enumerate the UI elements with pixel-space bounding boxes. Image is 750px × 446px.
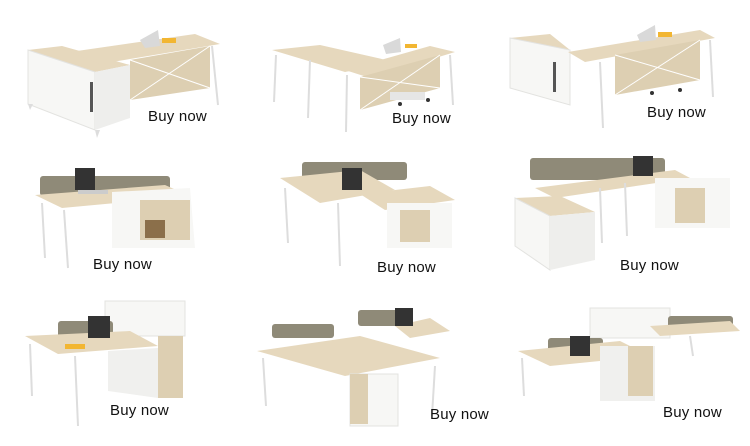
desk-image-workstation-storage <box>25 300 186 427</box>
desk-image-three-person-workstation <box>257 308 450 427</box>
buy-now-link[interactable]: Buy now <box>647 104 706 121</box>
product-card-3[interactable]: Buy now <box>500 0 750 148</box>
buy-now-link[interactable]: Buy now <box>93 256 152 273</box>
product-card-7[interactable]: Buy now <box>0 296 250 444</box>
product-card-2[interactable]: Buy now <box>250 0 500 148</box>
product-card-5[interactable]: Buy now <box>250 148 500 296</box>
product-card-1[interactable]: Buy now <box>0 0 250 148</box>
buy-now-link[interactable]: Buy now <box>148 108 207 125</box>
desk-image-l-shaped-cabinet <box>27 30 220 138</box>
product-card-8[interactable]: Buy now <box>250 296 500 444</box>
desk-image-l-shaped-legs <box>272 38 455 133</box>
desk-image-executive-cabinet <box>509 25 715 129</box>
buy-now-link[interactable]: Buy now <box>392 110 451 127</box>
buy-now-link[interactable]: Buy now <box>430 406 489 423</box>
desk-image-face-to-face-workstation <box>518 307 740 401</box>
desk-image-cluster-workstation <box>514 156 730 271</box>
desk-image-two-person-workstation <box>280 162 455 267</box>
buy-now-link[interactable]: Buy now <box>377 259 436 276</box>
desk-image-single-workstation <box>35 168 195 269</box>
product-card-4[interactable]: Buy now <box>0 148 250 296</box>
buy-now-link[interactable]: Buy now <box>110 402 169 419</box>
product-card-9[interactable]: Buy now <box>500 296 750 444</box>
buy-now-link[interactable]: Buy now <box>620 257 679 274</box>
buy-now-link[interactable]: Buy now <box>663 404 722 421</box>
product-card-6[interactable]: Buy now <box>500 148 750 296</box>
